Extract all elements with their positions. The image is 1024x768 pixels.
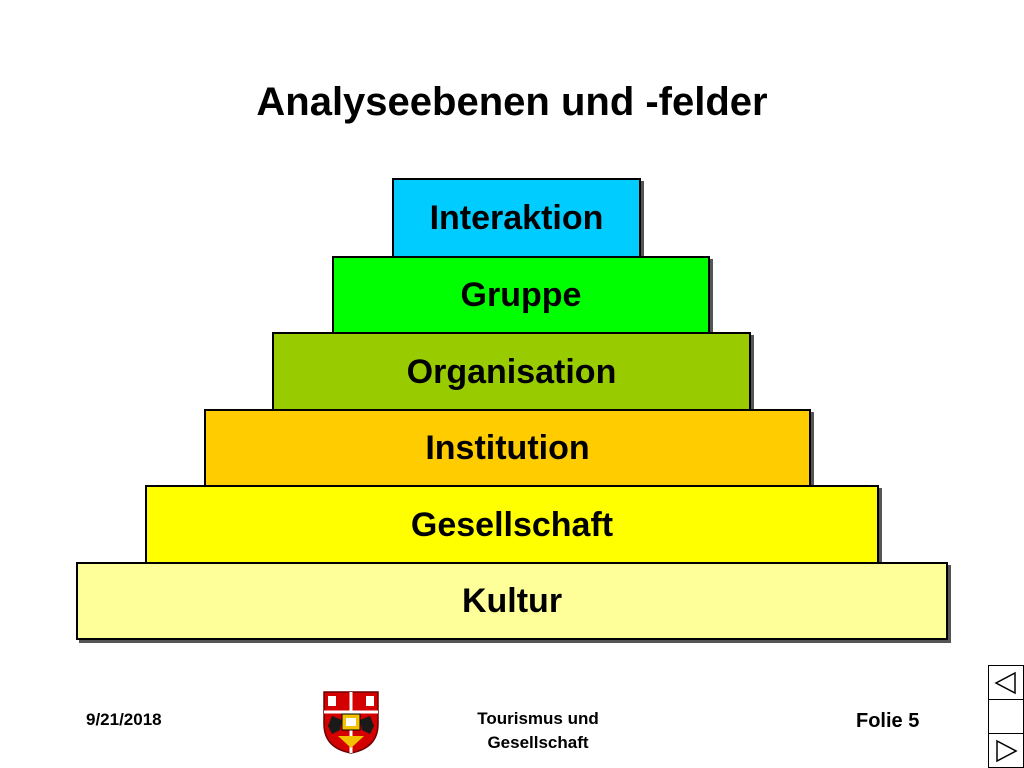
navigation-blank-button[interactable] xyxy=(989,700,1023,734)
pyramid-level-institution: Institution xyxy=(204,409,811,488)
footer-date: 9/21/2018 xyxy=(86,710,162,729)
previous-slide-button[interactable] xyxy=(989,666,1023,700)
pyramid-level-label: Gesellschaft xyxy=(410,505,614,544)
next-slide-button[interactable] xyxy=(989,734,1023,767)
pyramid-level-label: Organisation xyxy=(406,352,617,391)
pyramid-level-interaktion: Interaktion xyxy=(392,178,641,258)
pyramid-level-label: Interaktion xyxy=(429,198,604,237)
triangle-left-icon xyxy=(994,671,1016,694)
pyramid-level-label: Kultur xyxy=(461,581,563,620)
university-crest-icon xyxy=(323,691,379,754)
pyramid-level-organisation: Organisation xyxy=(272,332,751,412)
slide-number: Folie 5 xyxy=(856,710,920,732)
footer-course-title: Tourismus und Gesellschaft xyxy=(448,707,628,755)
slide-title: Analyseebenen und -felder xyxy=(256,80,768,124)
pyramid-level-gesellschaft: Gesellschaft xyxy=(145,485,879,565)
triangle-right-icon xyxy=(996,739,1018,762)
pyramid-level-gruppe: Gruppe xyxy=(332,256,710,334)
slide-navigation xyxy=(988,665,1024,768)
pyramid-level-kultur: Kultur xyxy=(76,562,948,640)
pyramid-level-label: Gruppe xyxy=(460,275,582,314)
pyramid-level-label: Institution xyxy=(425,429,590,467)
footer-course-line1: Tourismus und xyxy=(477,709,599,728)
footer-course-line2: Gesellschaft xyxy=(487,733,589,752)
